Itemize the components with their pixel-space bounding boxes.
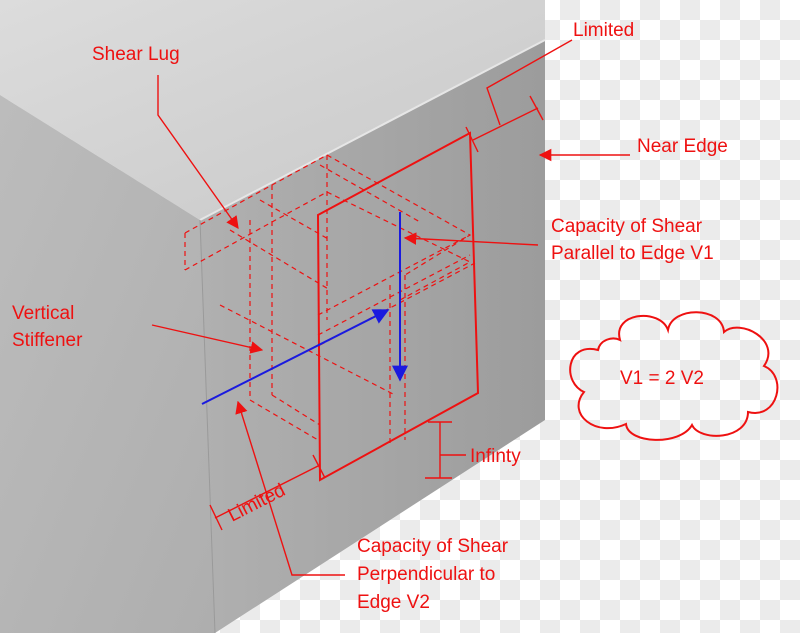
infinity-label: Infinty xyxy=(470,446,521,467)
shear-lug-hidden-lines xyxy=(184,154,476,445)
force-arrows xyxy=(201,212,408,405)
block-right-face xyxy=(200,40,545,633)
shear-lug-label: Shear Lug xyxy=(92,44,180,65)
block-left-face xyxy=(0,95,215,633)
capacity-perp-label-line2: Perpendicular to xyxy=(357,564,495,585)
capacity-perpendicular-leader xyxy=(235,400,345,576)
near-edge-label: Near Edge xyxy=(637,136,728,157)
text-labels: Limited Shear Lug Near Edge Capacity of … xyxy=(12,20,728,613)
dimension-limited-bottom xyxy=(209,454,326,531)
limited-top-label: Limited xyxy=(573,20,634,41)
vertical-stiffener-label-line1: Vertical xyxy=(12,303,74,324)
capacity-parallel-label-line1: Capacity of Shear xyxy=(551,216,703,237)
vertical-stiffener-leader xyxy=(151,324,264,354)
shear-lug-leader xyxy=(157,75,239,230)
capacity-parallel-label-line2: Parallel to Edge V1 xyxy=(551,243,714,264)
vertical-stiffener-label-line2: Stiffener xyxy=(12,330,83,351)
capacity-parallel-leader xyxy=(403,232,539,246)
block-top-face xyxy=(0,0,545,220)
ratio-cloud xyxy=(569,311,779,441)
v2-force-arrow xyxy=(201,309,390,405)
concrete-block xyxy=(0,0,546,633)
leader-arrows xyxy=(151,75,630,576)
base-plate xyxy=(316,131,480,482)
capacity-perp-label-line1: Capacity of Shear xyxy=(357,536,509,557)
capacity-perp-label-line3: Edge V2 xyxy=(357,592,430,613)
dimension-limited-top xyxy=(465,39,573,153)
dimension-infinity xyxy=(425,421,466,479)
cloud-ratio-text: V1 = 2 V2 xyxy=(620,368,704,389)
